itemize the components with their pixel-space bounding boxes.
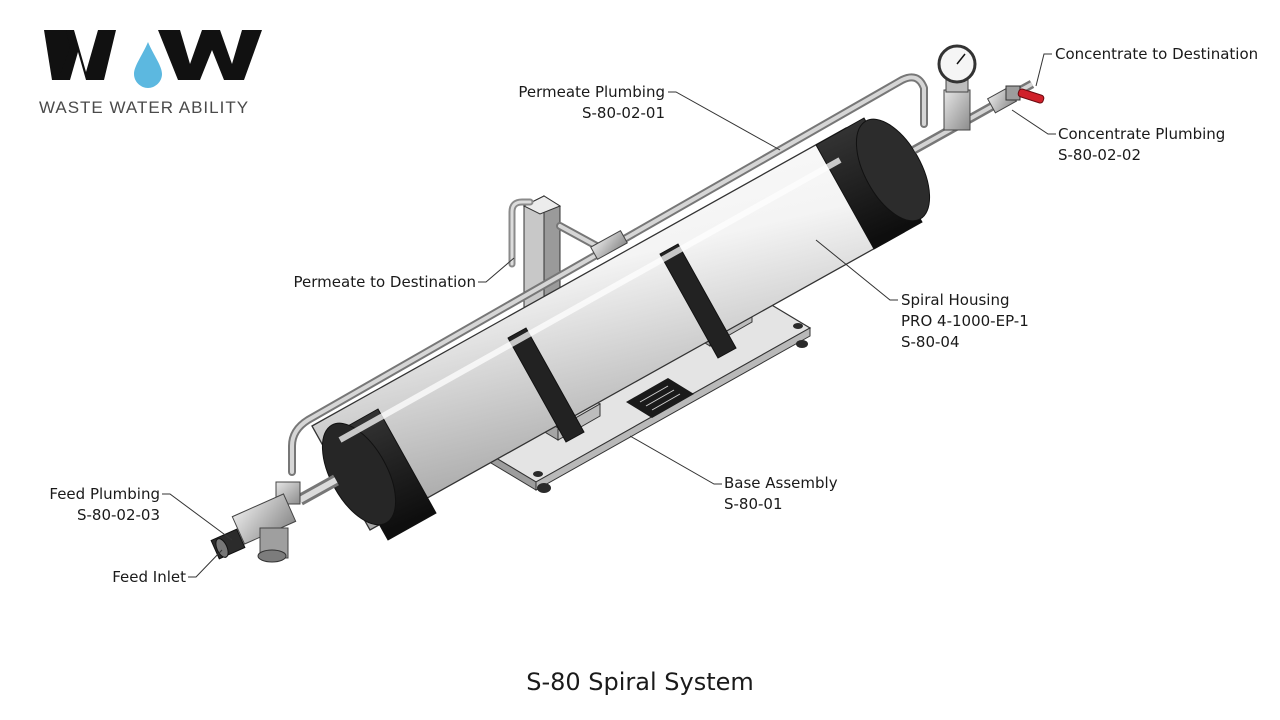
logo-mark — [44, 30, 262, 80]
callout-part-number: S-80-02-01 — [581, 104, 665, 122]
callout-part-number: S-80-01 — [724, 495, 783, 513]
feed-plumbing — [210, 474, 339, 563]
callout-concentrate-plumbing: Concentrate Plumbing S-80-02-02 — [1058, 124, 1225, 166]
clamp-band-rear — [659, 243, 737, 359]
callout-part-number: S-80-04 — [901, 333, 960, 351]
leader-concentrate-destination — [1035, 53, 1052, 87]
callout-spiral-housing: Spiral Housing PRO 4-1000-EP-1 S-80-04 — [901, 290, 1029, 353]
callout-name: Permeate to Destination — [293, 273, 476, 291]
valve-handle — [1017, 88, 1045, 104]
callout-permeate-destination: Permeate to Destination — [294, 272, 476, 293]
waste-water-ability-logo — [44, 30, 262, 88]
clamp-band-front — [507, 327, 585, 443]
callout-part-number: S-80-02-03 — [76, 506, 160, 524]
foot-right — [796, 340, 808, 348]
logo-wordmark: WASTE WATER ABILITY — [38, 98, 250, 117]
leader-concentrate-plumbing — [1011, 109, 1056, 135]
permeate-plumbing — [288, 73, 928, 476]
callout-part-number: S-80-02-02 — [1058, 146, 1142, 164]
callout-base-assembly: Base Assembly S-80-01 — [724, 473, 838, 515]
callout-name: Feed Inlet — [112, 568, 186, 586]
callout-feed-plumbing: Feed Plumbing S-80-02-03 — [49, 484, 160, 526]
callout-leaders — [162, 53, 1056, 578]
callout-model: PRO 4-1000-EP-1 — [901, 312, 1029, 330]
figure-caption: S-80 Spiral System — [526, 668, 754, 696]
foot-front — [537, 483, 551, 493]
water-drop-icon — [134, 42, 162, 88]
leader-feed-inlet — [188, 549, 223, 578]
callout-concentrate-destination: Concentrate to Destination — [1055, 44, 1258, 65]
spiral-housing — [311, 117, 931, 541]
callout-name: Concentrate Plumbing — [1058, 125, 1226, 143]
callout-name: Spiral Housing — [901, 291, 1010, 309]
callout-name: Feed Plumbing — [49, 485, 160, 503]
leader-permeate-plumbing — [668, 91, 781, 151]
callout-permeate-plumbing: Permeate Plumbing S-80-02-01 — [518, 82, 665, 124]
leader-base-assembly — [629, 435, 722, 485]
callout-feed-inlet: Feed Inlet — [112, 567, 186, 588]
concentrate-plumbing — [911, 44, 1045, 154]
leader-feed-plumbing — [162, 493, 233, 541]
callout-name: Permeate Plumbing — [518, 83, 665, 101]
leader-permeate-destination — [478, 257, 515, 283]
leader-spiral-housing — [815, 239, 898, 301]
callout-name: Base Assembly — [724, 474, 838, 492]
callout-name: Concentrate to Destination — [1055, 45, 1259, 63]
